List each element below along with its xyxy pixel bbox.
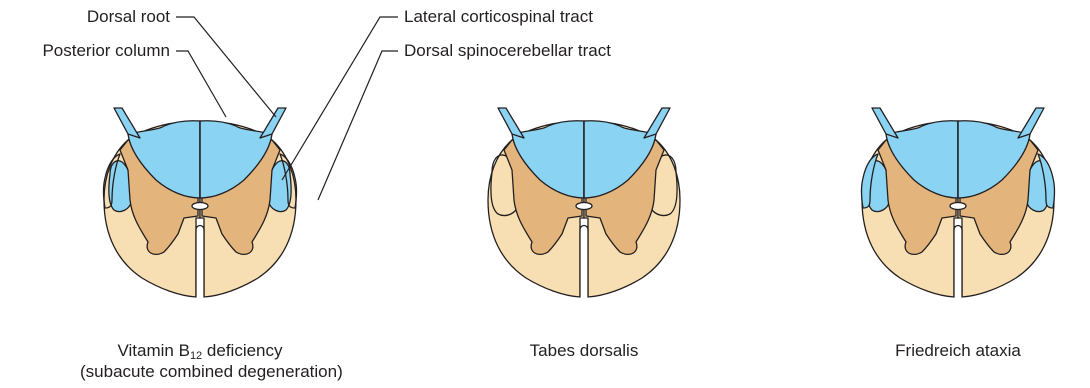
- caption-vitamin-b12-line2: (subacute combined degeneration): [80, 362, 343, 381]
- label-dorsal-spinocerebellar-tract: Dorsal spinocerebellar tract: [404, 41, 611, 61]
- caption-vitamin-b12-post: deficiency: [202, 341, 282, 360]
- lateral-corticospinal-leader: [282, 17, 398, 180]
- dorsal-root-leader: [176, 17, 276, 117]
- dorsal-spinocerebellar-leader: [318, 51, 398, 200]
- caption-vitamin-b12-deficiency: Vitamin B12 deficiency (subacute combine…: [80, 340, 320, 382]
- caption-vitamin-b12-sub: 12: [190, 350, 202, 362]
- caption-friedreich-ataxia: Friedreich ataxia: [858, 340, 1058, 361]
- label-posterior-column: Posterior column: [42, 41, 170, 61]
- label-dorsal-root: Dorsal root: [87, 7, 170, 27]
- label-lateral-corticospinal-tract: Lateral corticospinal tract: [404, 7, 593, 27]
- caption-vitamin-b12-pre: Vitamin B: [117, 341, 189, 360]
- caption-tabes-dorsalis: Tabes dorsalis: [484, 340, 684, 361]
- posterior-column-leader: [176, 51, 226, 117]
